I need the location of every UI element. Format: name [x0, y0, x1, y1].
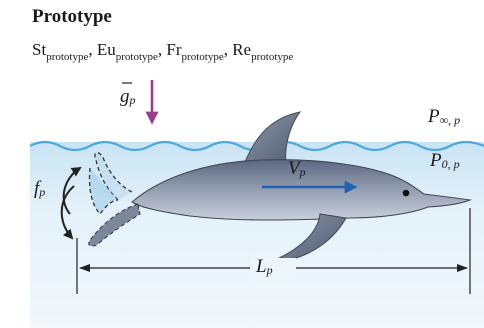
gravity-label: gp — [120, 86, 136, 108]
velocity-label: Vp — [288, 158, 306, 180]
pressure-zero-label: P0, p — [430, 150, 460, 172]
pressure-infinity-label: P∞, p — [428, 106, 460, 128]
frequency-label: fp — [34, 178, 45, 200]
length-label: Lp — [256, 256, 273, 278]
dolphin-eye — [403, 190, 410, 197]
